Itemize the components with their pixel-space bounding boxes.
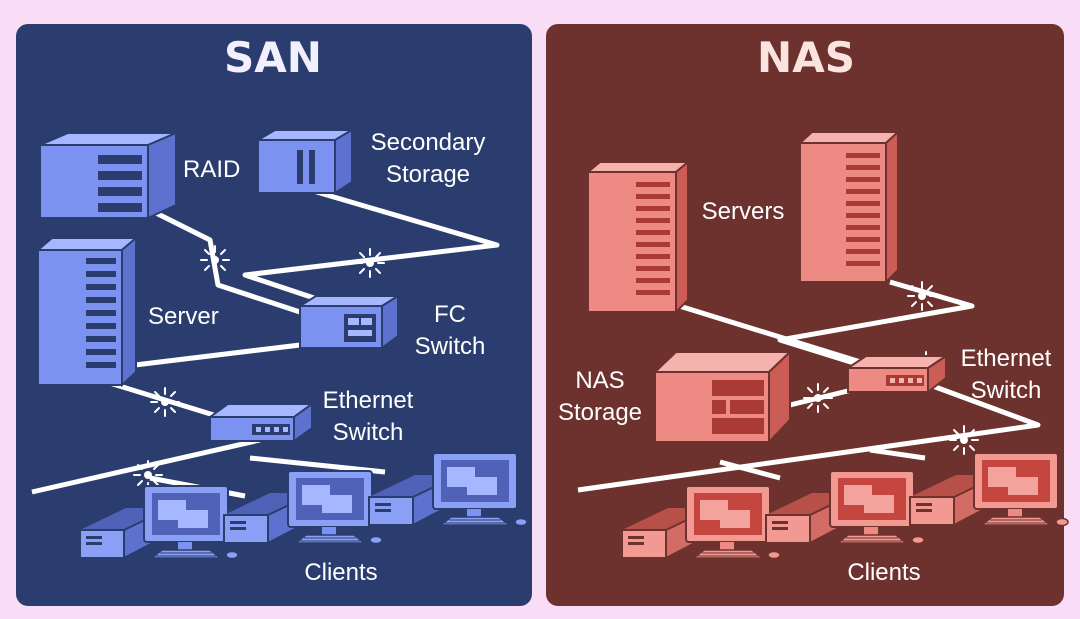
nas-client-computer-icon [765, 470, 925, 545]
signal-spark-icon [150, 387, 180, 417]
secondary-storage-label-line2: Storage [386, 161, 470, 188]
signal-spark-icon [949, 425, 979, 455]
san-ethernet-switch-icon [206, 402, 316, 443]
san-client-computer-icon [223, 470, 383, 545]
signal-spark-icon [200, 245, 230, 275]
signal-spark-icon [907, 281, 937, 311]
nas-client-computer-icon [909, 452, 1069, 527]
signal-spark-icon [355, 248, 385, 278]
nas-storage-label-line2: Storage [558, 399, 642, 426]
fc-switch-icon [296, 294, 402, 350]
secondary-storage-label-line1: Secondary [371, 129, 486, 156]
san-ethernet-switch-label-line1: Ethernet [323, 387, 414, 414]
nas-storage-label-line1: NAS [575, 367, 624, 394]
san-ethernet-switch-label-line2: Switch [333, 419, 404, 446]
signal-spark-icon [133, 460, 163, 490]
signal-spark-icon [803, 383, 833, 413]
nas-ethernet-switch-label-line1: Ethernet [961, 345, 1052, 372]
nas-cables [577, 279, 1041, 493]
san-title: SAN [224, 33, 322, 82]
fc-switch-label-line1: FC [434, 301, 466, 328]
server-label: Server [148, 303, 219, 330]
servers-label: Servers [702, 198, 785, 225]
nas-clients-label: Clients [847, 559, 920, 586]
san-clients-label: Clients [304, 559, 377, 586]
fc-switch-label-line2: Switch [415, 333, 486, 360]
nas-client-computer-icon [621, 485, 781, 560]
nas-storage-icon [652, 349, 793, 445]
nas-ethernet-switch-label-line2: Switch [971, 377, 1042, 404]
nas-server-icon [585, 159, 691, 315]
raid-label: RAID [183, 156, 240, 183]
san-client-computer-icon [368, 452, 528, 527]
server-icon [35, 235, 139, 388]
raid-device-icon [39, 131, 177, 220]
nas-ethernet-switch-icon [844, 354, 950, 395]
san-client-computer-icon [79, 485, 239, 560]
nas-title: NAS [757, 33, 855, 82]
secondary-storage-icon [254, 128, 356, 195]
nas-server-icon [797, 129, 901, 285]
